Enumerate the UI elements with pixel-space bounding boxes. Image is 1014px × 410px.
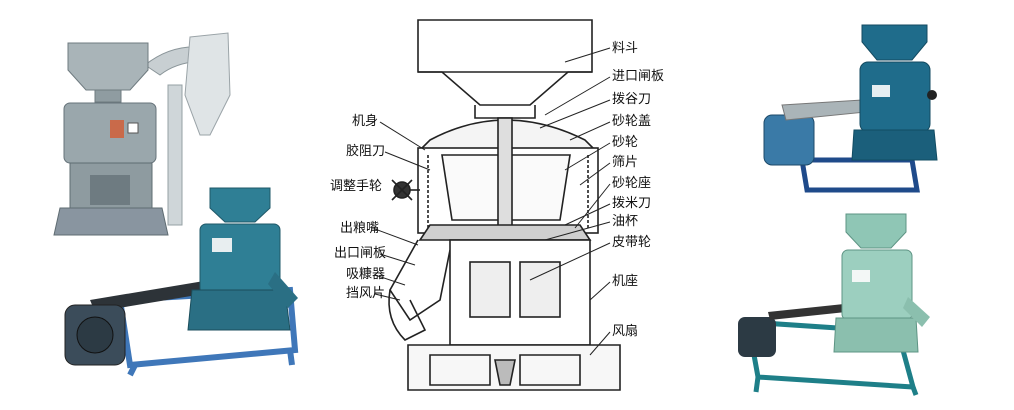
- label-wind-baffle: 挡风片: [346, 286, 386, 301]
- hopper-shape: [417, 19, 593, 106]
- cross-section-diagram: [374, 19, 621, 391]
- label-outlet-spout: 出粮嘴: [340, 221, 380, 236]
- label-oil-cup: 油杯: [612, 214, 639, 229]
- photo-light-green-huller: [738, 213, 930, 396]
- label-inlet-gate: 进口闸板: [612, 69, 665, 84]
- label-fan: 风扇: [612, 324, 639, 339]
- label-outlet-gate: 出口闸板: [334, 246, 387, 261]
- label-grinding-wheel: 砂轮: [612, 135, 639, 150]
- label-body: 机身: [352, 114, 379, 129]
- photo-teal-huller-with-motor: [64, 187, 299, 377]
- label-adjust-handwheel: 调整手轮: [330, 179, 383, 194]
- label-rubber-blade: 胶阻刀: [346, 144, 386, 159]
- label-machine-base: 机座: [612, 274, 639, 289]
- label-wheel-cover: 砂轮盖: [612, 114, 652, 129]
- label-grain-knife: 拨谷刀: [612, 92, 652, 107]
- label-rice-knife: 拨米刀: [612, 196, 652, 211]
- label-hopper: 料斗: [612, 41, 639, 56]
- label-pulley: 皮带轮: [612, 235, 652, 250]
- label-bran-suction: 吸糠器: [346, 267, 386, 282]
- photo-dark-teal-huller: [763, 24, 938, 193]
- photo-grey-huller-with-cyclone: [53, 32, 231, 236]
- label-screen: 筛片: [612, 155, 639, 170]
- label-wheel-seat: 砂轮座: [612, 176, 652, 191]
